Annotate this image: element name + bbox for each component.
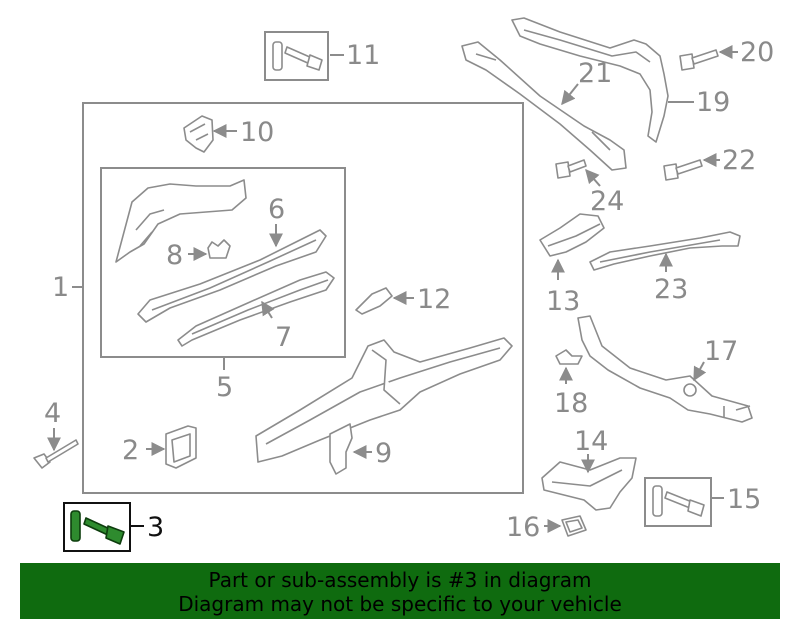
part-4-push-pin[interactable] (33, 439, 79, 469)
part-12-bracket[interactable] (355, 287, 393, 315)
part-16-clip[interactable] (561, 515, 587, 537)
part-14-bracket[interactable] (541, 457, 637, 511)
banner-line-1: Part or sub-assembly is #3 in diagram (208, 568, 592, 592)
parts-diagram: 10 11 8 6 7 5 1 12 (33, 17, 774, 552)
part-24-bolt[interactable] (555, 159, 587, 179)
part-6-rail[interactable] (137, 229, 327, 323)
callout-2: 2 (122, 435, 139, 466)
callout-17: 17 (704, 336, 738, 367)
callout-11: 11 (346, 40, 380, 71)
part-9-bracket[interactable] (329, 423, 353, 475)
part-17-curved-bar[interactable] (577, 315, 753, 423)
callout-15: 15 (727, 484, 761, 515)
part-20-bolt[interactable] (679, 49, 719, 71)
callout-10: 10 (240, 117, 274, 148)
callout-9: 9 (375, 438, 392, 469)
kit-box-11 (264, 31, 329, 81)
callout-23: 23 (654, 274, 688, 305)
callout-18: 18 (554, 388, 588, 419)
assembly-box-5 (100, 167, 346, 358)
callout-8: 8 (166, 240, 183, 271)
callout-24: 24 (590, 186, 624, 217)
callout-12: 12 (417, 284, 451, 315)
callout-13: 13 (546, 286, 580, 317)
part-apron-bracket[interactable] (115, 179, 247, 263)
callout-6: 6 (268, 194, 285, 225)
part-18-clip[interactable] (555, 349, 583, 365)
callout-4: 4 (44, 398, 61, 429)
part-21-strut[interactable] (461, 41, 627, 171)
callout-14: 14 (574, 426, 608, 457)
part-11-bolt[interactable] (272, 41, 323, 71)
kit-box-15 (644, 477, 712, 527)
callout-1: 1 (52, 272, 69, 303)
info-banner: Part or sub-assembly is #3 in diagram Di… (20, 563, 780, 619)
callout-3: 3 (147, 512, 164, 543)
part-13-gusset[interactable] (539, 213, 605, 257)
part-7-rail[interactable] (177, 271, 335, 347)
part-side-member[interactable] (255, 337, 513, 463)
assembly-box-1 (82, 102, 524, 494)
part-15-bolt[interactable] (652, 485, 705, 517)
part-19-upper-bar[interactable] (511, 17, 669, 143)
callout-16: 16 (506, 512, 540, 543)
part-10-bracket[interactable] (183, 115, 214, 153)
callout-7: 7 (275, 322, 292, 353)
callout-19: 19 (696, 87, 730, 118)
kit-box-3[interactable] (63, 502, 131, 552)
callout-20: 20 (740, 37, 774, 68)
part-3-bolt-kit[interactable] (70, 510, 125, 545)
part-22-bolt[interactable] (663, 159, 703, 181)
callout-5: 5 (216, 372, 233, 403)
part-2-block[interactable] (165, 425, 197, 469)
part-23-rail[interactable] (589, 231, 741, 271)
banner-line-2: Diagram may not be specific to your vehi… (178, 592, 622, 616)
part-8-clip[interactable] (207, 239, 231, 259)
callout-22: 22 (722, 145, 756, 176)
